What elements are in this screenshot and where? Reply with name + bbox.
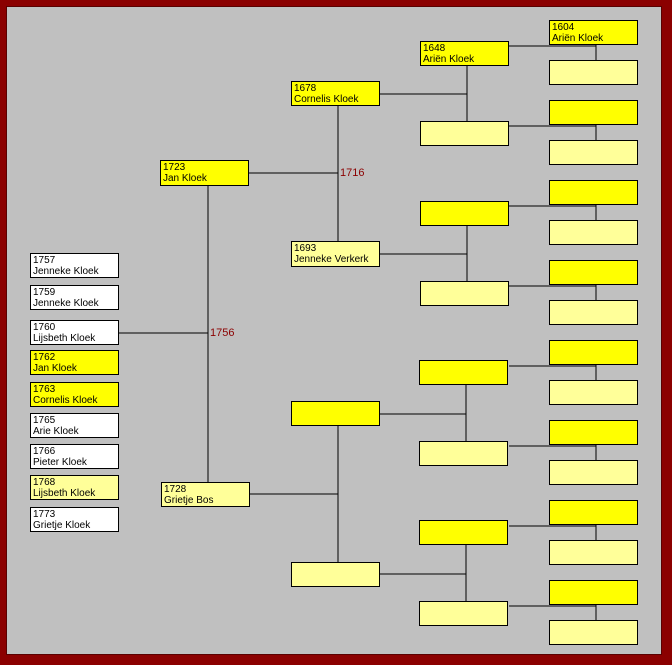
child-year: 1763	[33, 384, 56, 395]
gg-grandfather-name: Ariën Kloek	[552, 33, 604, 44]
child-year: 1766	[33, 446, 56, 457]
child-name: Lijsbeth Kloek	[33, 333, 96, 344]
child-name: Jenneke Kloek	[33, 266, 99, 277]
gg-grandfather-box[interactable]	[549, 580, 638, 605]
great-grandmother-box[interactable]	[420, 121, 509, 146]
child-name: Cornelis Kloek	[33, 395, 98, 406]
gg-grandfather-box[interactable]	[549, 500, 638, 525]
child-year: 1768	[33, 477, 56, 488]
great-grandmother-box[interactable]	[419, 441, 508, 466]
child-year: 1759	[33, 287, 56, 298]
gg-grandfather-year: 1604	[552, 22, 575, 33]
gg-grandmother-box[interactable]	[549, 140, 638, 165]
father-name: Jan Kloek	[163, 173, 207, 184]
child-name: Lijsbeth Kloek	[33, 488, 96, 499]
father-year: 1723	[163, 162, 186, 173]
gg-grandfather-box[interactable]	[549, 100, 638, 125]
gg-grandmother-box[interactable]	[549, 220, 638, 245]
child-name: Pieter Kloek	[33, 457, 87, 468]
gg-grandmother-box[interactable]	[549, 620, 638, 645]
grandfather-paternal-year: 1678	[294, 83, 317, 94]
mother-name: Grietje Bos	[164, 495, 214, 506]
great-grandfather-name: Ariën Kloek	[423, 54, 475, 65]
gg-grandfather-box[interactable]	[549, 180, 638, 205]
child-year: 1757	[33, 255, 56, 266]
marriage-year-parents: 1756	[210, 327, 235, 339]
grandmother-paternal-year: 1693	[294, 243, 317, 254]
grandmother-maternal-box[interactable]	[291, 562, 380, 587]
gg-grandmother-box[interactable]	[549, 60, 638, 85]
child-name: Grietje Kloek	[33, 520, 91, 531]
gg-grandfather-box[interactable]	[549, 420, 638, 445]
great-grandfather-year: 1648	[423, 43, 446, 54]
great-grandfather-box[interactable]	[419, 360, 508, 385]
child-year: 1762	[33, 352, 56, 363]
gg-grandmother-box[interactable]	[549, 380, 638, 405]
child-year: 1765	[33, 415, 56, 426]
grandfather-paternal-name: Cornelis Kloek	[294, 94, 359, 105]
mother-year: 1728	[164, 484, 187, 495]
connector-lines	[119, 45, 597, 620]
child-year: 1760	[33, 322, 56, 333]
child-name: Jenneke Kloek	[33, 298, 99, 309]
great-grandfather-box[interactable]	[419, 520, 508, 545]
child-year: 1773	[33, 509, 56, 520]
gg-grandfather-box[interactable]	[549, 340, 638, 365]
grandmother-paternal-name: Jenneke Verkerk	[294, 254, 369, 265]
gg-grandmother-box[interactable]	[549, 460, 638, 485]
gg-grandmother-box[interactable]	[549, 540, 638, 565]
great-grandmother-box[interactable]	[420, 281, 509, 306]
gg-grandfather-box[interactable]	[549, 260, 638, 285]
child-name: Arie Kloek	[33, 426, 79, 437]
great-grandmother-box[interactable]	[419, 601, 508, 626]
marriage-year-grandparents: 1716	[340, 167, 365, 179]
gg-grandmother-box[interactable]	[549, 300, 638, 325]
child-name: Jan Kloek	[33, 363, 77, 374]
great-grandfather-box[interactable]	[420, 201, 509, 226]
grandfather-maternal-box[interactable]	[291, 401, 380, 426]
